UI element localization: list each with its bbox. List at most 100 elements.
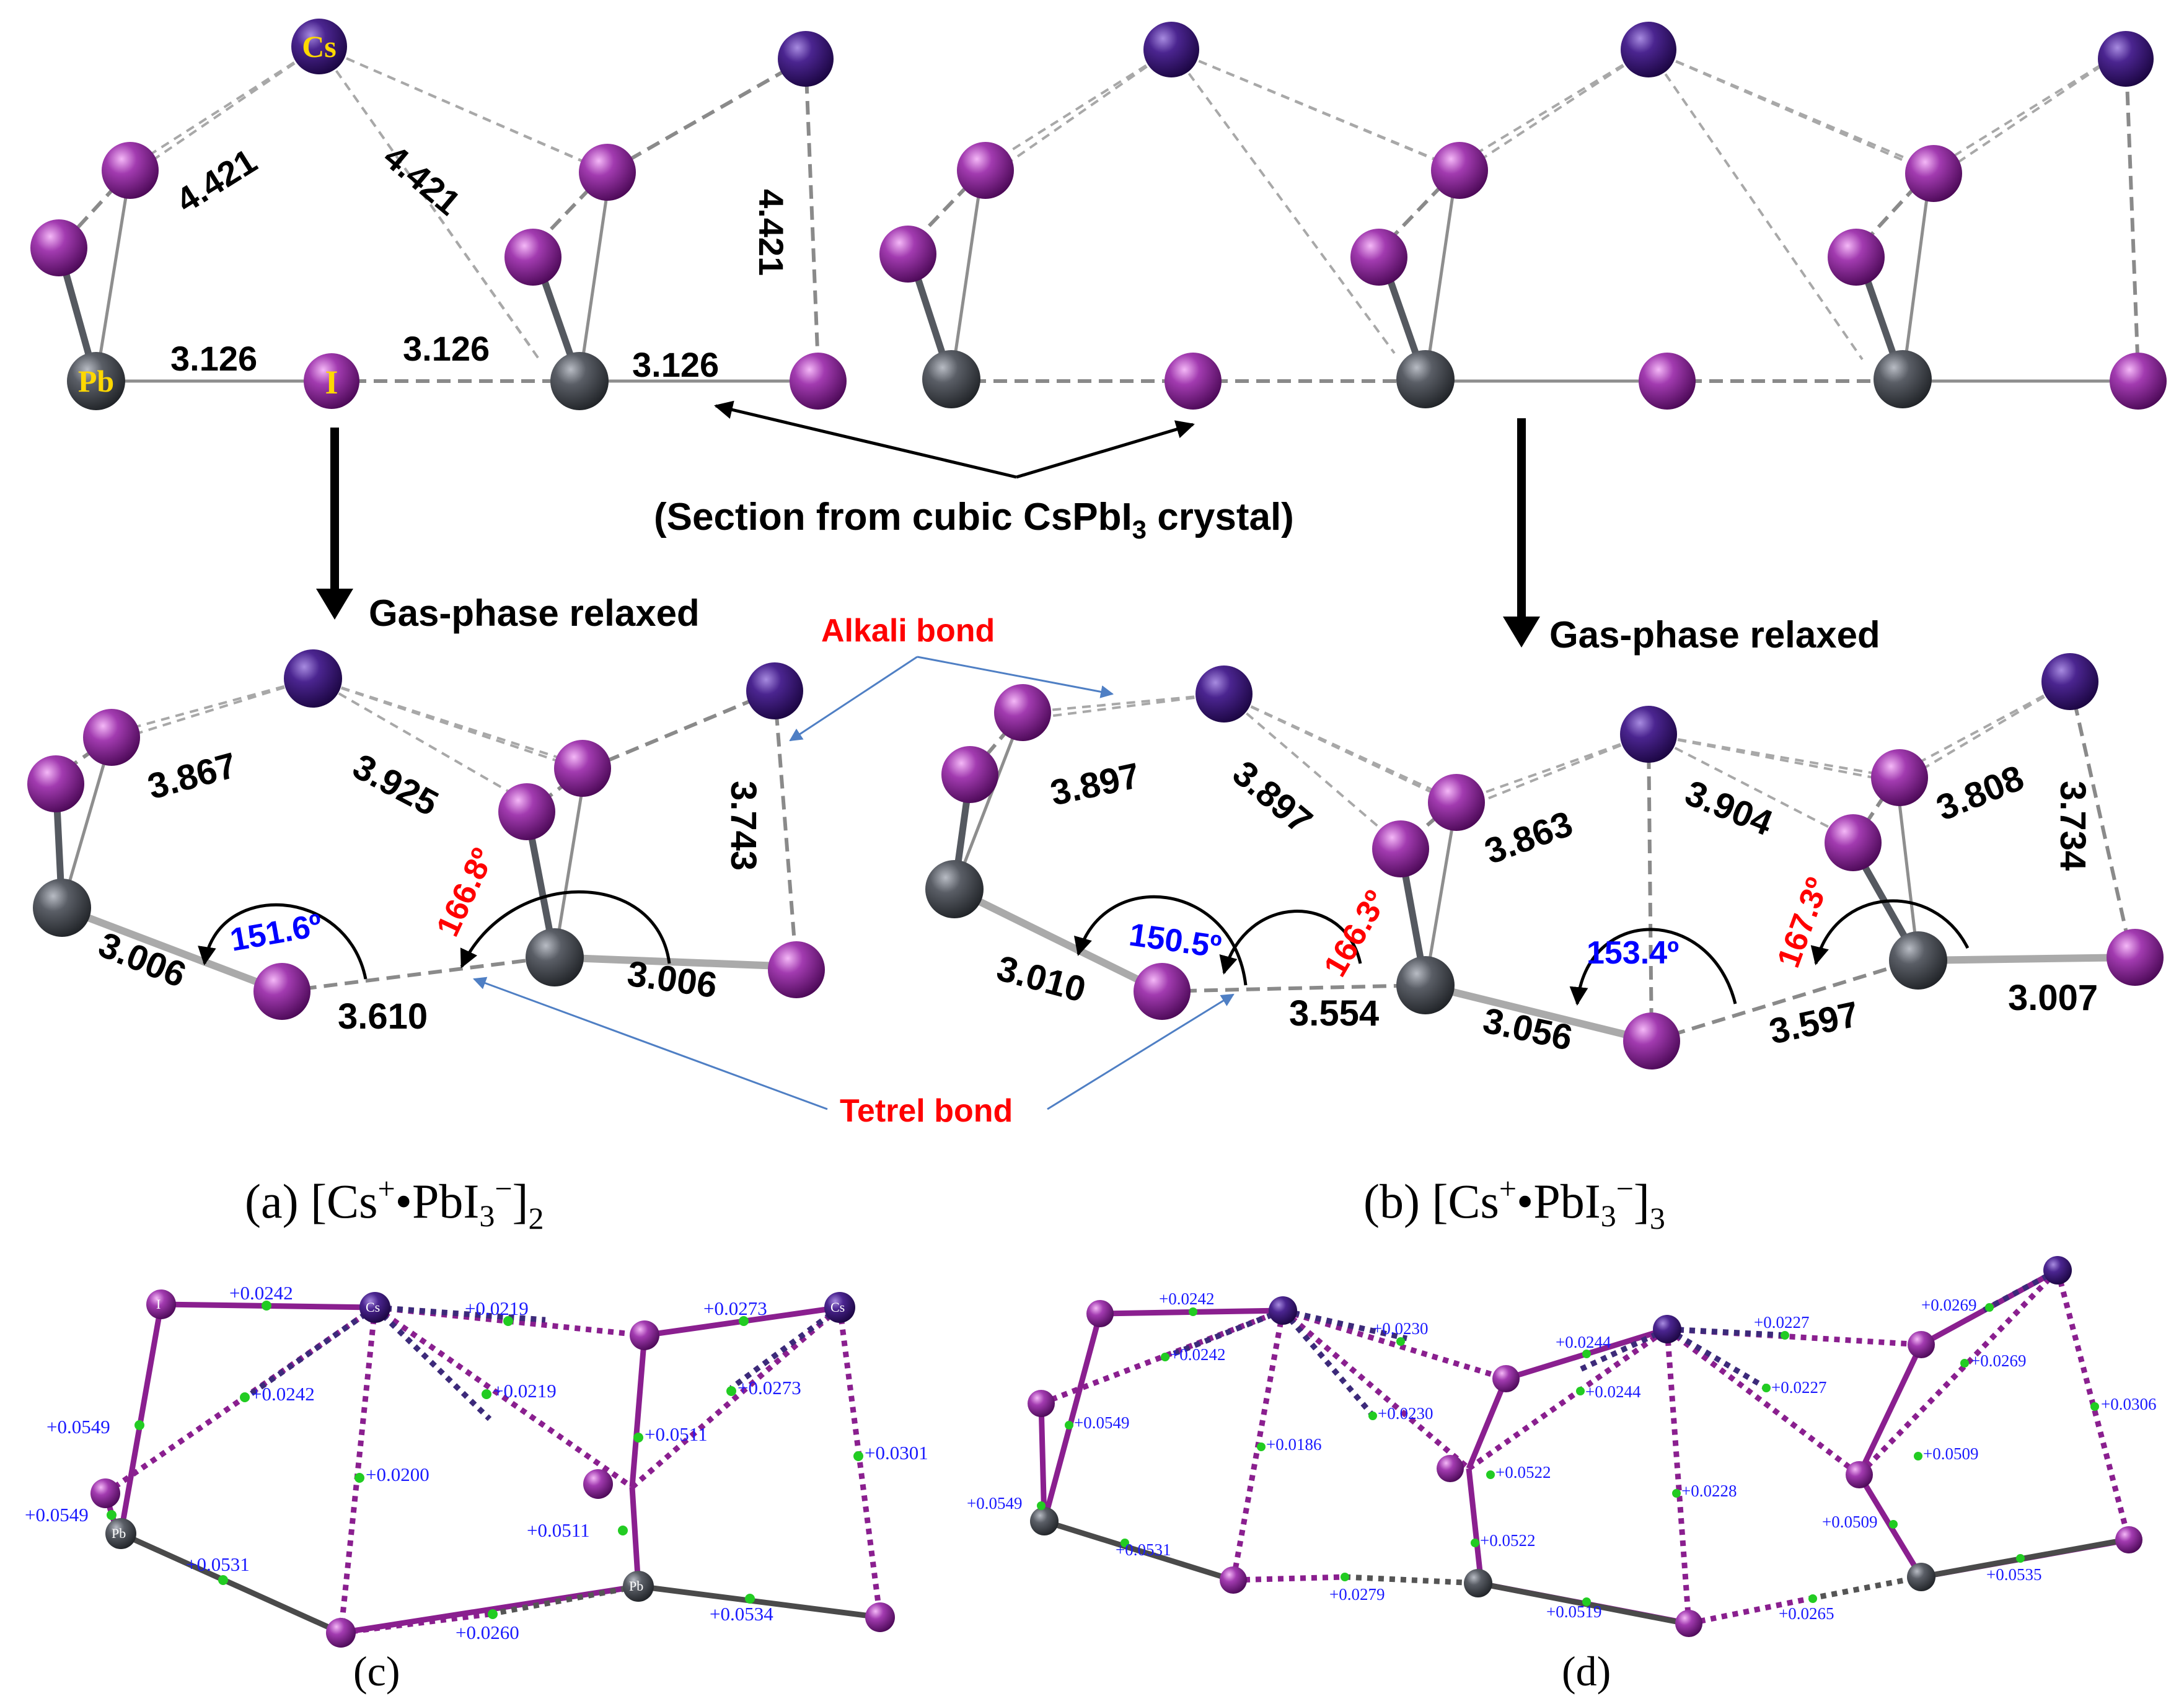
atom-cs: [291, 19, 347, 74]
atom-cs: [746, 662, 803, 719]
distance-label: 3.610: [338, 996, 428, 1037]
density-value: +0.0242: [1170, 1345, 1225, 1364]
atom-pb: [1030, 1507, 1059, 1535]
legend-alkali-bond: Alkali bond: [821, 613, 995, 649]
atom-i: [1437, 1455, 1464, 1482]
atom-cs: [2041, 653, 2098, 710]
distance-label: 3.554: [1289, 993, 1379, 1034]
atom-i: [583, 1469, 613, 1499]
atom-i: [554, 740, 611, 797]
density-value: +0.0531: [1116, 1540, 1171, 1559]
legend-tetrel-bond: Tetrel bond: [840, 1093, 1013, 1129]
panel-a-title: (a) [Cs+•PbI3−]2: [245, 1171, 544, 1236]
atom-i: [83, 709, 140, 766]
atom-i: [1165, 353, 1222, 410]
atom-i: [1428, 774, 1485, 831]
bond-critical-points: [107, 1301, 863, 1619]
atom-cs: [778, 31, 834, 87]
density-value: +0.0200: [366, 1464, 429, 1485]
atom-cs: [1269, 1296, 1297, 1325]
atom-i: [1086, 1300, 1114, 1327]
panel-d-label: (d): [1562, 1648, 1611, 1695]
atom-i: [1623, 1012, 1680, 1069]
density-value: +0.0279: [1329, 1585, 1385, 1604]
atom-cs: [824, 1292, 855, 1323]
atom-i: [1846, 1461, 1873, 1488]
density-value: +0.0228: [1681, 1482, 1737, 1500]
density-value: +0.0219: [493, 1380, 557, 1402]
atom-i: [504, 229, 561, 286]
density-value: +0.0509: [1822, 1513, 1877, 1531]
density-value: +0.0535: [1986, 1565, 2041, 1584]
distance-label: 3.904: [1680, 773, 1778, 844]
atom-i: [1871, 749, 1928, 806]
distance-label: 3.863: [1479, 803, 1578, 872]
density-value: +0.0531: [186, 1553, 250, 1575]
density-value: +0.0522: [1495, 1463, 1551, 1482]
atom-i: [1828, 229, 1885, 286]
atom-label-cs: Cs: [830, 1299, 845, 1315]
atom-label-i: I: [325, 364, 338, 401]
angle-arc: [198, 903, 368, 980]
atom-label-pb: Pb: [629, 1578, 643, 1594]
atom-pb: [526, 928, 584, 986]
atom-pb: [1396, 350, 1455, 408]
pointer-arrow: [714, 400, 1017, 479]
atom-i: [304, 353, 359, 409]
density-value: +0.0511: [527, 1519, 590, 1541]
atom-cs: [2098, 31, 2154, 87]
atom-pb: [925, 860, 984, 918]
angle-label: 150.5º: [1127, 916, 1223, 965]
atom-i: [1372, 820, 1429, 877]
panel-a-structure: 3.867 3.925 3.743 3.006 3.610 3.006 151.…: [27, 649, 825, 1037]
atom-i: [1639, 353, 1696, 410]
angle-arc: [1810, 899, 1970, 965]
density-value: +0.0519: [1546, 1602, 1601, 1621]
distance-label: 3.867: [144, 745, 241, 807]
atom-i: [957, 142, 1014, 199]
atom-i: [1028, 1390, 1055, 1417]
distance-label: 3.897: [1225, 753, 1320, 841]
density-value: +0.0509: [1923, 1444, 1978, 1463]
distance-label: 3.808: [1931, 757, 2030, 828]
density-value: +0.0219: [465, 1298, 529, 1319]
angle-label: 167.3º: [1771, 873, 1836, 972]
atom-i: [27, 755, 84, 812]
distance-label: 3.126: [632, 345, 719, 384]
panel-b-title: (b) [Cs+•PbI3−]3: [1363, 1171, 1665, 1236]
arrow-label-right: Gas-phase relaxed: [1549, 614, 1880, 656]
bond-critical-points: [1037, 1303, 2099, 1606]
atom-pb: [67, 352, 125, 410]
distance-label: 3.056: [1479, 1000, 1575, 1058]
atom-i: [630, 1320, 659, 1350]
distance-label: 3.007: [2008, 978, 2098, 1018]
density-value: +0.0549: [25, 1504, 89, 1526]
density-value: +0.0242: [1159, 1289, 1214, 1308]
atom-i: [1908, 1331, 1935, 1358]
density-value: +0.0549: [46, 1416, 110, 1438]
atom-cs: [284, 649, 342, 708]
atom-i: [768, 941, 825, 998]
density-value: +0.0301: [865, 1442, 928, 1464]
top-crystal-section: Cs Pb I 4.421 4.421 4.421 3.126 3.126 3.…: [30, 19, 2167, 544]
atom-cs: [1143, 22, 1199, 77]
panel-d-qtaim: +0.0242 +0.0242 +0.0230 +0.0230 +0.0244 …: [967, 1256, 2156, 1637]
pointer-arrow: [1016, 420, 1195, 479]
atom-i: [1905, 145, 1962, 202]
density-value: +0.0242: [229, 1282, 293, 1304]
atom-i: [1350, 229, 1407, 286]
density-value: +0.0534: [710, 1603, 773, 1625]
density-value: +0.0227: [1771, 1378, 1826, 1397]
atom-pb: [1464, 1569, 1492, 1597]
atom-i: [1134, 963, 1191, 1020]
angle-arc: [460, 890, 671, 968]
atom-i: [879, 226, 936, 283]
density-value: +0.0306: [2101, 1395, 2156, 1413]
atom-i: [146, 1289, 176, 1319]
atom-i: [1220, 1566, 1247, 1594]
distance-label: 3.010: [993, 948, 1090, 1010]
atom-cs: [1195, 665, 1253, 722]
distance-label: 3.126: [170, 339, 257, 378]
distance-label: 4.421: [376, 137, 468, 222]
